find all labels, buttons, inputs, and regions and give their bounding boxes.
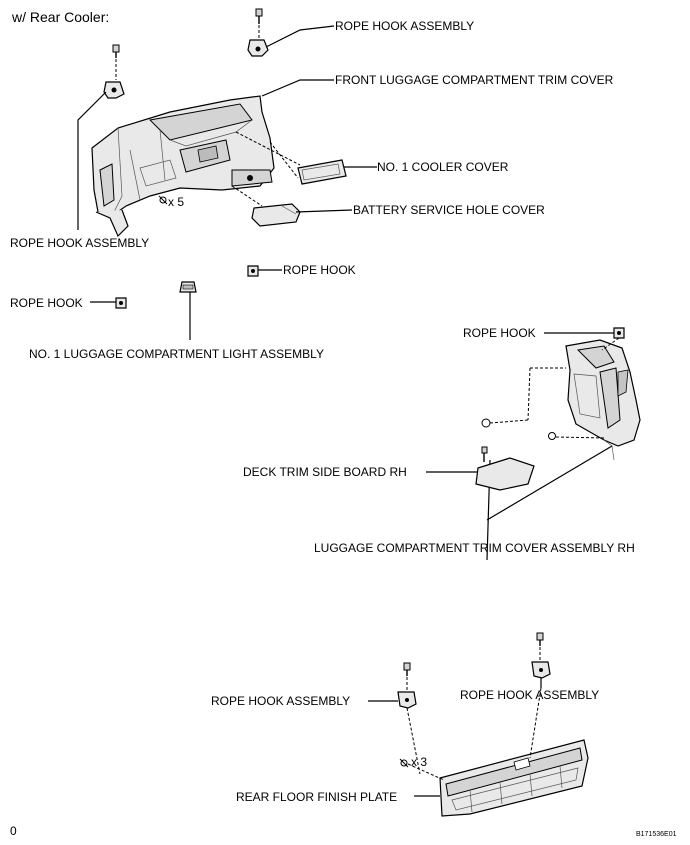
figure-code: B171536E01 <box>636 831 677 838</box>
clip-icon <box>399 758 409 768</box>
leader-front-trim-cover <box>261 79 334 97</box>
rope-hook-center-part <box>247 265 259 277</box>
leader-rope-hook-assembly-top <box>265 25 335 48</box>
rope-hook-left-part <box>115 297 127 309</box>
battery-service-hole-cover-part <box>251 203 301 227</box>
label-rope-hook-left: ROPE HOOK <box>10 296 83 310</box>
label-rear-floor-finish-plate: REAR FLOOR FINISH PLATE <box>236 790 398 804</box>
label-rope-hook-right: ROPE HOOK <box>463 326 536 340</box>
rope-hook-assembly-bottom-right-part <box>531 632 551 679</box>
clip-icon <box>158 195 168 205</box>
leader-battery-service-hole-cover <box>295 209 353 213</box>
rear-floor-finish-plate-part <box>439 739 589 817</box>
label-rope-hook-assembly-top: ROPE HOOK ASSEMBLY <box>335 19 475 33</box>
luggage-trim-cover-rh-part <box>565 339 641 461</box>
footer-left-mark: 0 <box>10 824 17 838</box>
label-no1-cooler-cover: NO. 1 COOLER COVER <box>377 160 509 174</box>
rope-hook-assembly-bottom-left-part <box>397 662 417 709</box>
rope-hook-right-part <box>613 327 625 339</box>
label-front-trim-cover: FRONT LUGGAGE COMPARTMENT TRIM COVER <box>335 73 614 87</box>
label-rope-hook-assembly-left: ROPE HOOK ASSEMBLY <box>10 236 150 250</box>
luggage-light-part <box>179 281 197 293</box>
deck-trim-side-board-part <box>475 446 535 491</box>
label-deck-trim-side-board: DECK TRIM SIDE BOARD RH <box>243 465 407 479</box>
label-rope-hook-assembly-bottom-right: ROPE HOOK ASSEMBLY <box>460 688 600 702</box>
leader-rope-hook-assembly-left <box>77 91 107 230</box>
label-clip-count-front: x 5 <box>168 195 185 209</box>
page-title: w/ Rear Cooler: <box>12 9 110 25</box>
bolt-icon <box>481 418 529 428</box>
rope-hook-assembly-top <box>247 8 269 57</box>
no1-cooler-cover-part <box>297 159 347 185</box>
label-luggage-trim-cover-rh: LUGGAGE COMPARTMENT TRIM COVER ASSEMBLY … <box>314 541 635 555</box>
label-rope-hook-assembly-bottom-left: ROPE HOOK ASSEMBLY <box>211 694 351 708</box>
front-trim-cover-part <box>91 95 275 238</box>
label-luggage-light-assembly: NO. 1 LUGGAGE COMPARTMENT LIGHT ASSEMBLY <box>29 347 324 361</box>
rope-hook-assembly-left-part <box>103 44 125 99</box>
label-clip-count-rear: x 3 <box>411 755 428 769</box>
label-rope-hook-center: ROPE HOOK <box>283 263 356 277</box>
label-battery-service-hole-cover: BATTERY SERVICE HOLE COVER <box>353 203 545 217</box>
clip-icon <box>548 432 605 440</box>
